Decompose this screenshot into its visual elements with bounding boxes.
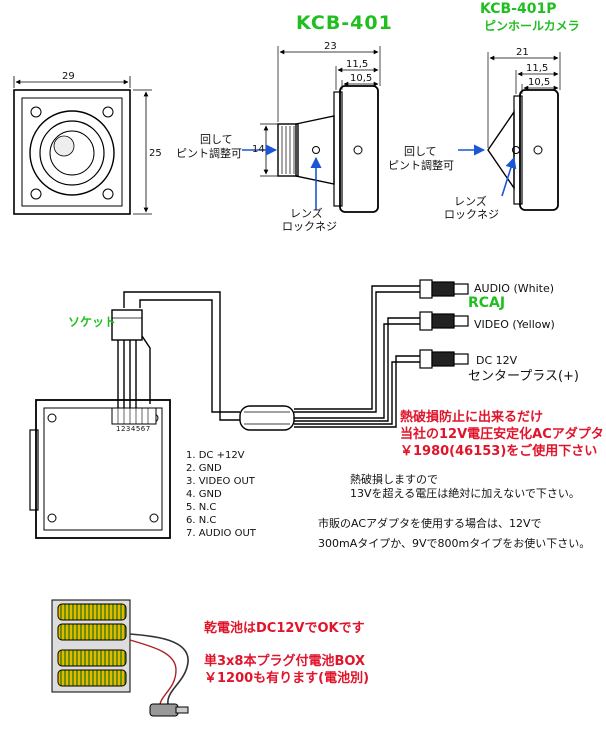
- kcb401p-mid-dim: 11,5: [526, 63, 549, 74]
- kcb401-focus-label-1: 回して: [200, 133, 233, 146]
- battery-box: [51, 599, 189, 717]
- kcb401-callout-arrows: [242, 144, 322, 210]
- adapter-note-1: 熱破損防止に出来るだけ: [400, 410, 544, 425]
- kcb401p-side-view: [487, 52, 561, 211]
- usage-line-2: 300mAタイプか、9Vで800mタイプをお使い下さい。: [318, 537, 591, 550]
- kcb401p-focus-label-2: ピント調整可: [388, 159, 454, 172]
- battery-note-3: ￥1200も有ります(電池別): [204, 671, 370, 686]
- usage-line-1: 市販のACアダプタを使用する場合は、12Vで: [318, 517, 542, 530]
- kcb401-focus-label-2: ピント調整可: [176, 147, 242, 160]
- pin-7: 7. AUDIO OUT: [186, 528, 256, 539]
- pin-4: 4. GND: [186, 489, 222, 500]
- pin-3: 3. VIDEO OUT: [186, 476, 255, 487]
- kcb401p-title: KCB-401P: [480, 1, 557, 17]
- kcb401p-subtitle: ピンホールカメラ: [484, 19, 580, 33]
- front-height-dim: 25: [149, 148, 162, 159]
- kcb401p-lock-label-2: ロックネジ: [444, 208, 499, 221]
- kcb401p-body-dim: 10,5: [528, 77, 551, 88]
- rca-label: RCAJ: [468, 295, 506, 311]
- kcb401p-focus-label-1: 回して: [404, 145, 437, 158]
- kcb401-total-dim: 23: [324, 41, 337, 52]
- kcb401p-total-dim: 21: [516, 47, 529, 58]
- kcb401-title: KCB-401: [296, 12, 393, 34]
- header-pin-numbers: 1234567: [116, 425, 151, 433]
- warning-line-1: 熱破損しますので: [350, 473, 438, 486]
- rca-plugs: [419, 279, 469, 369]
- socket-label: ソケット: [68, 315, 117, 329]
- kcb401-lens-dim: 14: [252, 144, 265, 155]
- audio-label: AUDIO (White): [474, 282, 555, 295]
- camera-back-view: [29, 399, 171, 539]
- battery-note-2: 単3x8本プラグ付電池BOX: [204, 654, 365, 669]
- video-label: VIDEO (Yellow): [474, 318, 555, 331]
- kcb401p-lock-label-1: レンズ: [454, 195, 487, 208]
- pin-1: 1. DC +12V: [186, 450, 245, 461]
- dc-polarity-label: センタープラス(+): [468, 369, 579, 384]
- front-width-dim: 29: [62, 71, 75, 82]
- kcb401-lock-label-1: レンズ: [290, 207, 323, 220]
- adapter-note-2: 当社の12V電圧安定化ACアダプタ: [400, 427, 604, 442]
- dc-label: DC 12V: [476, 354, 518, 367]
- kcb401-body-dim: 10,5: [350, 73, 373, 84]
- pin-5: 5. N.C: [186, 502, 217, 513]
- camera-front-view: [13, 76, 152, 215]
- cable-harness: [111, 285, 420, 431]
- pin-2: 2. GND: [186, 463, 222, 474]
- warning-line-2: 13Vを超える電圧は絶対に加えないで下さい。: [350, 487, 580, 500]
- battery-note-1: 乾電池はDC12VでOKです: [204, 621, 365, 636]
- kcb401-lock-label-2: ロックネジ: [282, 220, 337, 233]
- kcb401p-callout-arrows: [458, 144, 517, 197]
- kcb401-mid-dim: 11,5: [346, 59, 369, 70]
- pin-6: 6. N.C: [186, 515, 217, 526]
- adapter-note-3: ￥1980(46153)をご使用下さい: [400, 444, 598, 459]
- kcb401-side-view: [260, 46, 381, 213]
